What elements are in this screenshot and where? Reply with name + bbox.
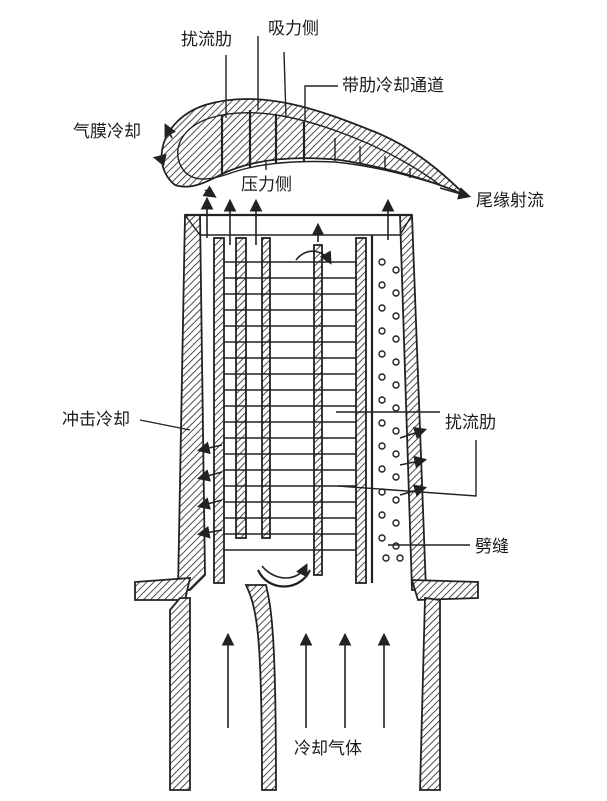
label-disturbance-rib-right: 扰流肋 [445, 413, 496, 433]
label-ribbed-cooling-channel: 带肋冷却通道 [342, 76, 444, 96]
label-cooling-gas: 冷却气体 [294, 739, 362, 759]
label-suction-side: 吸力侧 [268, 19, 319, 39]
label-impingement-cooling: 冲击冷却 [62, 410, 130, 430]
label-film-cooling: 气膜冷却 [73, 122, 141, 142]
pin-fins [379, 259, 403, 561]
label-disturbance-rib-top: 扰流肋 [181, 30, 232, 50]
label-trailing-edge-jet: 尾缘射流 [476, 191, 544, 211]
label-split-slot: 劈缝 [475, 537, 509, 557]
airfoil-section [156, 99, 468, 196]
label-pressure-side: 压力侧 [241, 175, 292, 195]
